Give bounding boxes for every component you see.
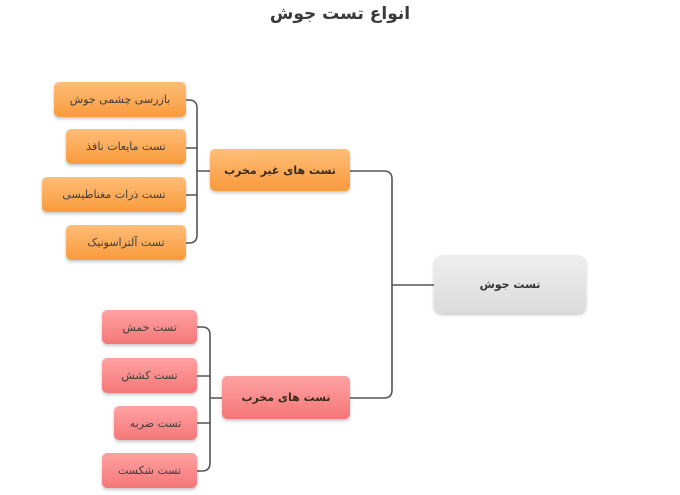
- leaf-impact-test: تست ضربه: [114, 406, 197, 440]
- root-node: تست جوش: [434, 255, 586, 313]
- branch-destructive: تست های مخرب: [222, 376, 350, 419]
- diagram-title: انواع تست جوش: [269, 4, 411, 24]
- connector-ndt-bracket: [185, 99, 198, 244]
- leaf-magnetic-particle-test: تست ذرات مغناطیسی: [42, 177, 186, 212]
- leaf-fracture-test: تست شکست: [102, 453, 197, 488]
- leaf-penetrant-test: تست مایعات نافذ: [66, 129, 186, 164]
- connector-root-bracket: [349, 170, 393, 399]
- branch-non-destructive: تست های غیر مخرب: [210, 149, 350, 191]
- leaf-tensile-test: تست کشش: [102, 358, 197, 393]
- leaf-ultrasonic-test: تست آلتراسونیک: [66, 225, 186, 260]
- leaf-visual-inspection: بازرسی چشمی جوش: [54, 82, 186, 117]
- leaf-bend-test: تست خمش: [102, 310, 197, 344]
- connector-dt-bracket: [196, 326, 211, 472]
